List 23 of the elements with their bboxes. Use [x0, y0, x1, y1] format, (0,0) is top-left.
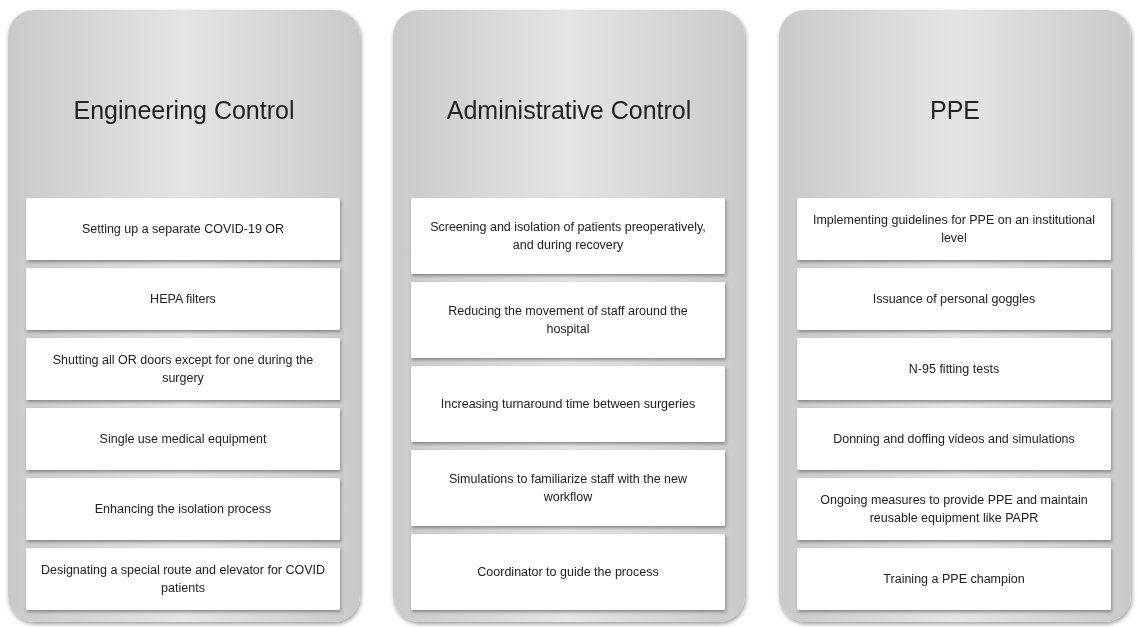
- measure-card: HEPA filters: [26, 268, 340, 330]
- measure-card: Screening and isolation of patients preoperatively, and during recovery: [411, 198, 725, 274]
- measure-card: Shutting all OR doors except for one during the surgery: [26, 338, 340, 400]
- measure-card: Issuance of personal goggles: [797, 268, 1111, 330]
- measure-card: Single use medical equipment: [26, 408, 340, 470]
- measure-card: Training a PPE champion: [797, 548, 1111, 610]
- measure-card: Donning and doffing videos and simulations: [797, 408, 1111, 470]
- category-panel: [8, 10, 360, 622]
- measure-card: Ongoing measures to provide PPE and maintain reusable equipment like PAPR: [797, 478, 1111, 540]
- panel-title: Engineering Control: [72, 96, 296, 125]
- category-panel: [779, 10, 1131, 622]
- measure-card: Simulations to familiarize staff with the new workflow: [411, 450, 725, 526]
- measure-card: Designating a special route and elevator for COVID patients: [26, 548, 340, 610]
- measure-card: Increasing turnaround time between surgeries: [411, 366, 725, 442]
- measure-card: N-95 fitting tests: [797, 338, 1111, 400]
- panel-title: Administrative Control: [445, 96, 693, 125]
- measure-card: Coordinator to guide the process: [411, 534, 725, 610]
- panel-title: PPE: [929, 96, 981, 125]
- category-panel: [393, 10, 745, 622]
- measure-card: Setting up a separate COVID-19 OR: [26, 198, 340, 260]
- measure-card: Enhancing the isolation process: [26, 478, 340, 540]
- measure-card: Implementing guidelines for PPE on an institutional level: [797, 198, 1111, 260]
- measure-card: Reducing the movement of staff around the hospital: [411, 282, 725, 358]
